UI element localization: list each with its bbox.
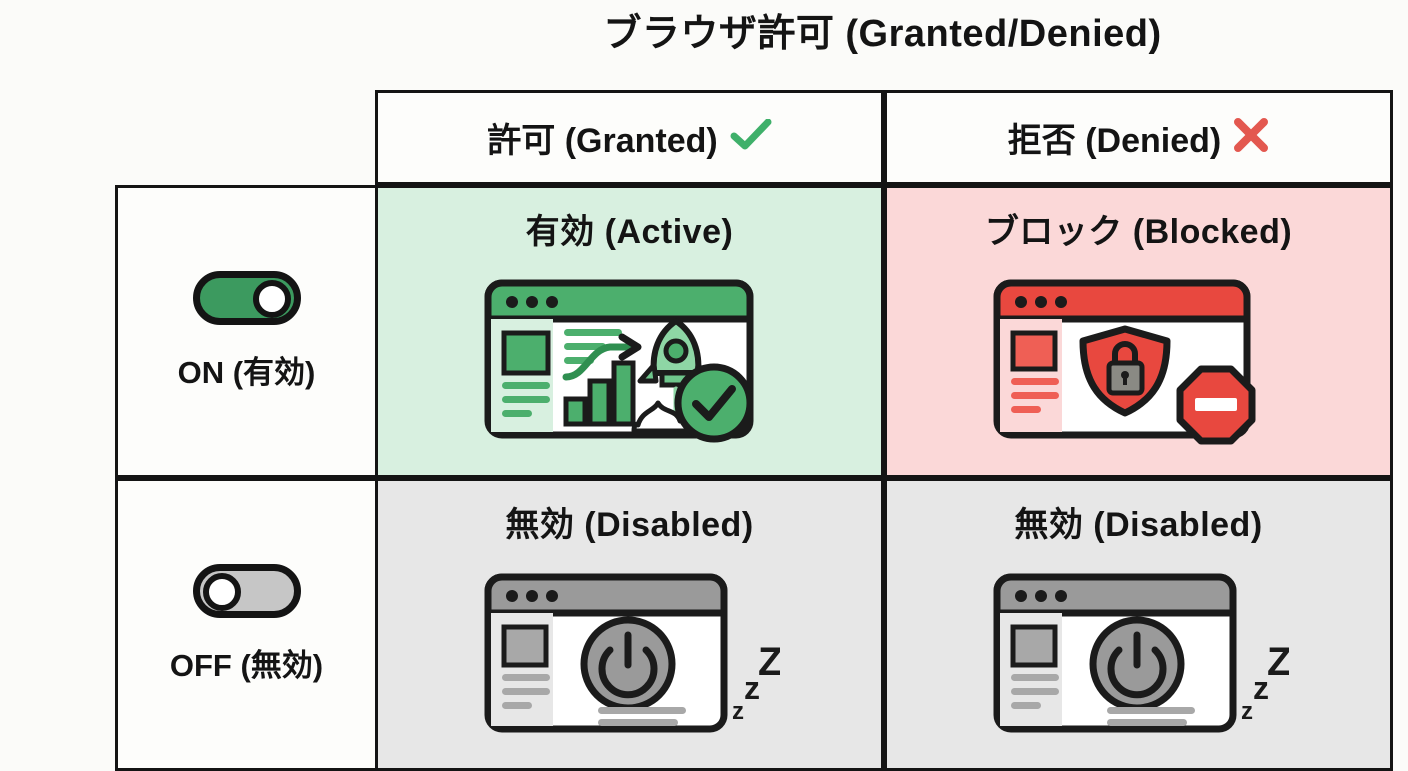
sleep-z-large: Z: [1267, 640, 1289, 684]
sleep-z-medium: z: [1253, 670, 1269, 706]
cell-off-denied-title: 無効 (Disabled): [1014, 506, 1263, 544]
sleep-z-medium: z: [744, 670, 760, 706]
cell-off-granted-title: 無効 (Disabled): [505, 506, 754, 544]
cell-on-granted: 有効 (Active): [375, 185, 884, 478]
toggle-knob: [202, 573, 241, 611]
illustration-active: [378, 253, 881, 475]
cell-on-denied: ブロック (Blocked): [884, 185, 1393, 478]
red-cross-icon: [1233, 117, 1269, 158]
sleep-z-small: z: [732, 698, 744, 725]
illustration-disabled-left: z z Z: [378, 546, 881, 768]
toggle-switch-off[interactable]: [192, 564, 301, 618]
cell-off-denied: 無効 (Disabled) z z Z: [884, 478, 1393, 771]
row-label-off-text: OFF (無効): [169, 648, 324, 683]
sleep-z-small: z: [1241, 698, 1253, 725]
diagram-title: ブラウザ許可 (Granted/Denied): [603, 13, 1162, 55]
cell-on-granted-title: 有効 (Active): [525, 213, 734, 251]
toggle-switch-on[interactable]: [192, 271, 301, 325]
row-label-off: OFF (無効): [115, 478, 378, 771]
sleep-z-large: Z: [758, 640, 780, 684]
toggle-knob: [252, 280, 291, 318]
green-check-icon: [730, 118, 772, 158]
column-header-granted-label: 許可 (Granted): [487, 122, 718, 160]
column-header-denied-label: 拒否 (Denied): [1007, 122, 1222, 160]
column-header-denied: 拒否 (Denied): [884, 90, 1393, 185]
illustration-disabled-right: z z Z: [887, 546, 1390, 768]
row-label-on: ON (有効): [115, 185, 378, 478]
column-header-granted: 許可 (Granted): [375, 90, 884, 185]
cell-on-denied-title: ブロック (Blocked): [984, 213, 1293, 251]
illustration-blocked: [887, 253, 1390, 475]
cell-off-granted: 無効 (Disabled) z z Z: [375, 478, 884, 771]
row-label-on-text: ON (有効): [177, 355, 316, 390]
